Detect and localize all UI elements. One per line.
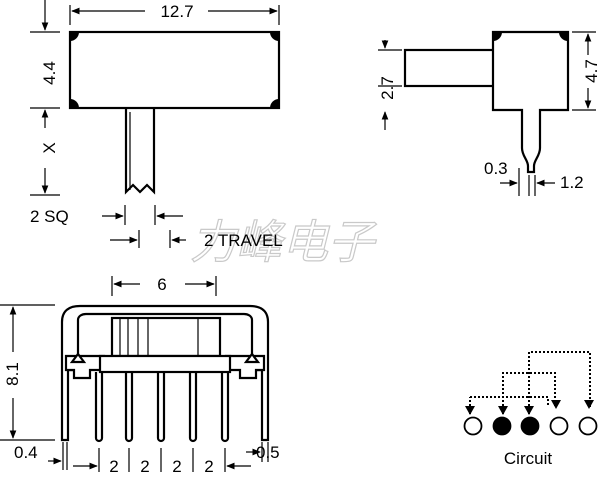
dim-pitch-3: 2 — [172, 457, 181, 476]
dim-travel: 2 TRAVEL — [204, 231, 283, 250]
dim-pitch-2: 2 — [140, 457, 149, 476]
frame-outline — [60, 304, 270, 442]
dim-lever-length: X — [40, 142, 59, 153]
contact-4 — [549, 416, 569, 436]
front-view: 6 8.1 0.4 2 2 2 — [0, 275, 280, 476]
dim-height-body: 4.4 — [40, 61, 59, 85]
contact-1 — [463, 416, 483, 436]
dim-side-height: 4.7 — [582, 59, 600, 83]
contact-base — [98, 354, 232, 374]
dim-front-height: 8.1 — [3, 362, 22, 386]
dim-pitch-1: 2 — [109, 457, 118, 476]
dim-side-lever: 2.7 — [378, 76, 397, 100]
dim-pin-offset: 1.2 — [560, 173, 584, 192]
contact-3 — [520, 416, 540, 436]
dim-right-offset: 0.5 — [256, 443, 280, 462]
dim-left-offset: 0.4 — [14, 443, 38, 462]
dim-lever-width: 2 SQ — [30, 207, 69, 226]
watermark-text: 力峰电子 — [190, 215, 377, 269]
side-body-outline — [491, 30, 570, 174]
contact-2 — [492, 416, 512, 436]
circuit-diagram: Circuit — [463, 351, 598, 468]
dim-pitch-4: 2 — [204, 457, 213, 476]
circuit-label: Circuit — [504, 449, 552, 468]
side-view: 4.7 2.7 0.3 1.2 — [378, 30, 600, 196]
dim-width-top: 12.7 — [160, 2, 193, 21]
side-lever — [403, 48, 497, 88]
top-lever — [124, 108, 156, 195]
top-view: 12.7 4.4 X 2 SQ 2 TRAVEL — [30, 0, 283, 250]
top-body-outline — [68, 30, 281, 110]
dim-pin-thickness: 0.3 — [484, 159, 508, 178]
dim-housing-width: 6 — [157, 275, 166, 294]
contact-5 — [578, 416, 598, 436]
